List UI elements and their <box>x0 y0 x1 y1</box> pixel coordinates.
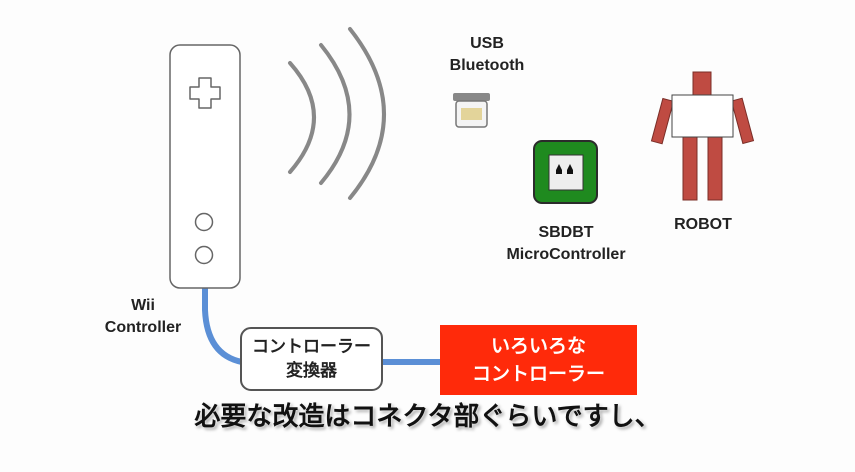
converter-line2: 変換器 <box>286 361 337 381</box>
wireless-signal-icon <box>288 27 386 200</box>
wii-label-line2: Controller <box>104 319 182 336</box>
subtitle: 必要な改造はコネクタ部ぐらいですし、 <box>194 402 661 432</box>
converter-line1: コントローラー <box>252 337 371 357</box>
usb-bluetooth-label: USB Bluetooth <box>427 33 547 77</box>
microcontroller-icon <box>533 140 598 204</box>
wii-remote-icon <box>169 44 241 289</box>
usb-label-line2: Bluetooth <box>449 57 525 74</box>
usb-label-line1: USB <box>470 35 504 52</box>
various-line2: コントローラー <box>471 363 605 385</box>
wii-controller-label: Wii Controller <box>83 295 203 339</box>
sbdbt-label-line2: MicroController <box>506 246 626 263</box>
controller-converter-box: コントローラー 変換器 <box>240 327 383 391</box>
various-controllers-box: いろいろな コントローラー <box>440 325 637 395</box>
cable <box>202 288 442 365</box>
various-line1: いろいろな <box>490 335 586 357</box>
usb-dongle-icon <box>453 93 490 128</box>
sbdbt-label-line1: SBDBT <box>538 224 594 241</box>
robot-label: ROBOT <box>674 216 732 233</box>
sbdbt-label: SBDBT MicroController <box>476 222 656 266</box>
wii-label-line1: Wii <box>131 297 155 314</box>
robot-icon <box>650 71 755 201</box>
